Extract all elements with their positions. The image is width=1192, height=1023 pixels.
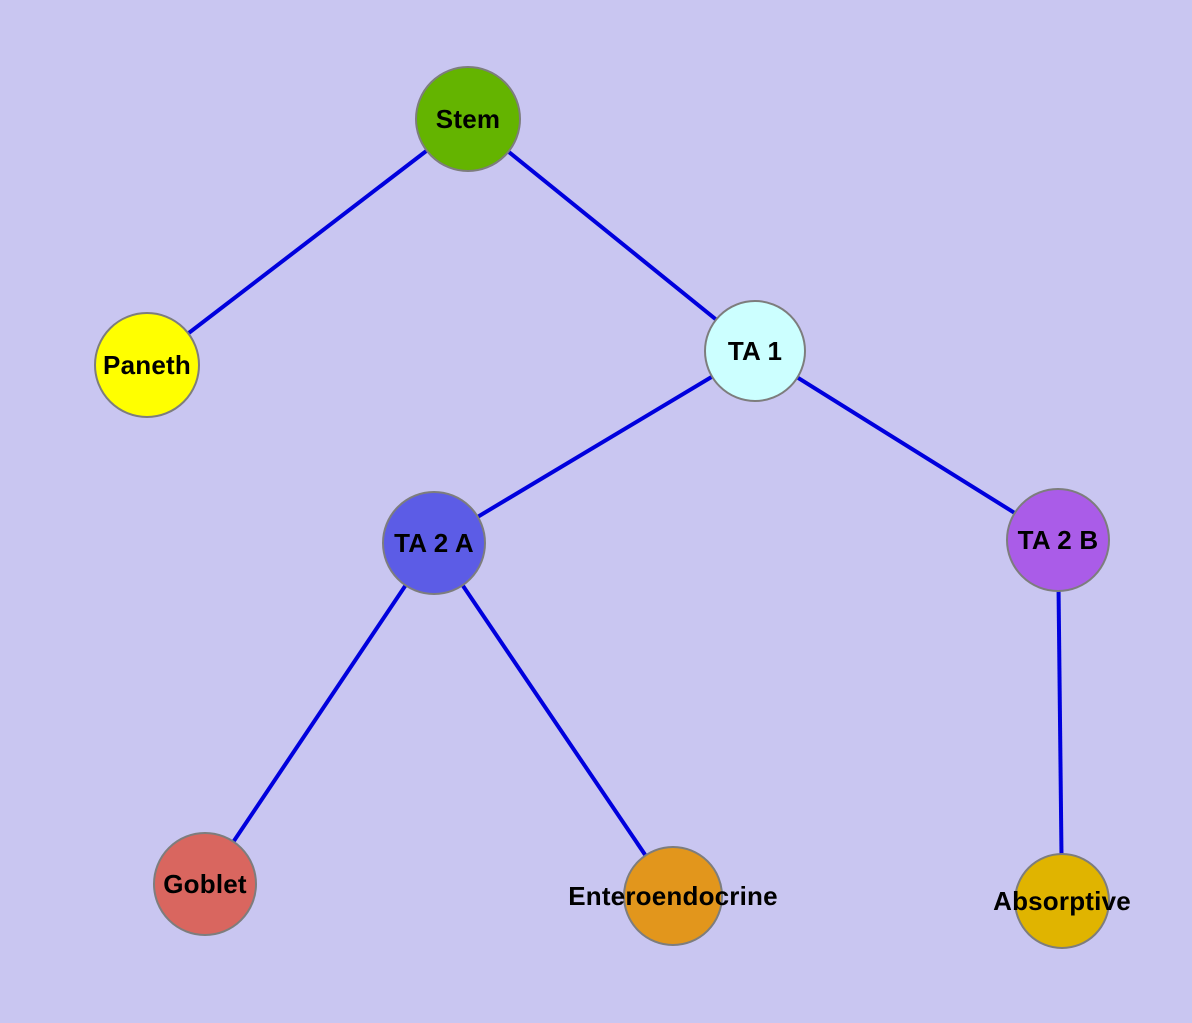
node-stem[interactable]: Stem [415, 66, 521, 172]
node-ta-2-b[interactable]: TA 2 B [1006, 488, 1110, 592]
node-label-absorptive: Absorptive [993, 885, 1131, 916]
node-label-paneth: Paneth [103, 349, 191, 380]
node-label-ta-1: TA 1 [727, 335, 783, 366]
edge-ta-1--ta-2-b [753, 349, 1060, 542]
edge-ta-2-a--enteroendocrine [432, 541, 675, 898]
edge-ta-2-b--absorptive [1056, 539, 1064, 902]
node-ta-1[interactable]: TA 1 [704, 300, 806, 402]
node-ta-2-a[interactable]: TA 2 A [382, 491, 486, 595]
node-paneth[interactable]: Paneth [94, 312, 200, 418]
edge-ta-2-a--goblet [203, 541, 436, 886]
node-absorptive[interactable]: Absorptive [993, 853, 1131, 949]
node-label-ta-2-b: TA 2 B [1017, 524, 1099, 555]
node-label-goblet: Goblet [163, 868, 247, 899]
edge-ta-1--ta-2-a [432, 349, 757, 545]
node-enteroendocrine[interactable]: Enteroendocrine [568, 846, 778, 946]
node-label-stem: Stem [435, 103, 501, 134]
node-label-ta-2-a: TA 2 A [394, 527, 474, 558]
node-label-enteroendocrine: Enteroendocrine [568, 880, 778, 911]
node-goblet[interactable]: Goblet [153, 832, 257, 936]
edge-stem--ta-1 [466, 117, 757, 353]
edge-stem--paneth [145, 117, 470, 367]
